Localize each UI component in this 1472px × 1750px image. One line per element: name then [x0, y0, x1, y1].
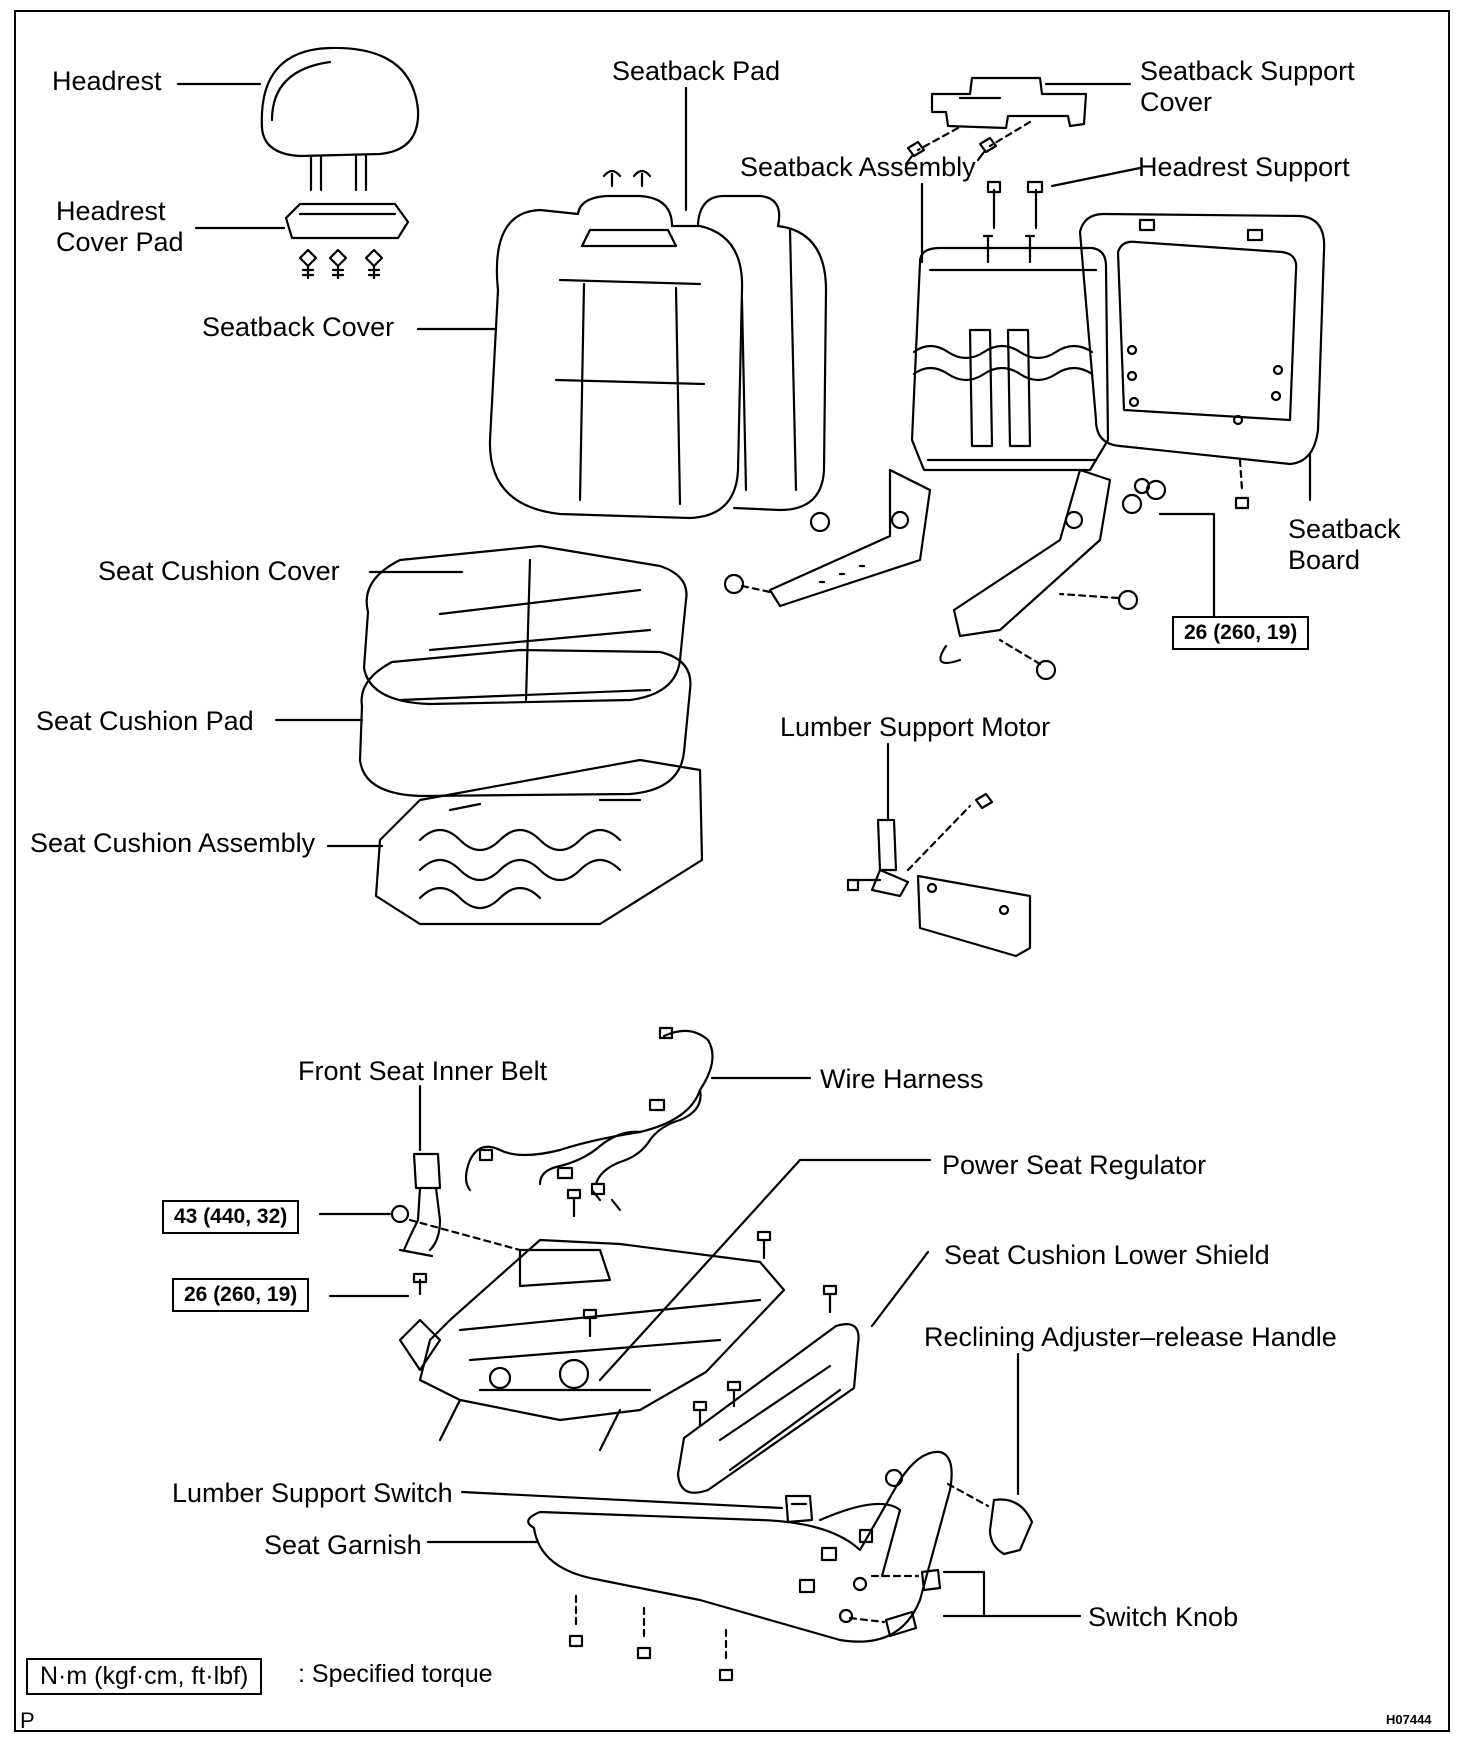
label-switch-knob: Switch Knob: [1088, 1602, 1239, 1632]
label-lumber-support-switch: Lumber Support Switch: [172, 1478, 453, 1508]
power-seat-regulator-part: [398, 1188, 838, 1452]
label-seat-cushion-pad: Seat Cushion Pad: [36, 706, 254, 736]
label-seatback-cover: Seatback Cover: [202, 312, 395, 342]
seat-cushion-cover-part: [362, 544, 688, 706]
label-headrest-support: Headrest Support: [1138, 152, 1350, 182]
label-seat-garnish: Seat Garnish: [264, 1530, 422, 1560]
lumber-support-switch-part: [784, 1494, 814, 1524]
torque-inner-belt: 43 (440, 32): [162, 1200, 300, 1234]
seat-cushion-lower-shield-part: [676, 1323, 860, 1494]
label-seatback-pad: Seatback Pad: [612, 56, 781, 86]
label-seatback-board: Seatback Board: [1288, 514, 1401, 576]
screw-set: [298, 248, 384, 280]
legend-description: : Specified torque: [298, 1660, 493, 1688]
seatback-bolts: [723, 458, 1250, 681]
label-seatback-assembly: Seatback Assembly: [740, 152, 976, 182]
label-headrest: Headrest: [52, 66, 162, 96]
front-seat-inner-belt-part: [390, 1152, 522, 1258]
lumber-support-motor-part: [846, 792, 1032, 958]
leader-headrest-support: [1050, 166, 1142, 188]
headrest-part: [260, 46, 420, 192]
reclining-adjuster-release-handle-part: [946, 1482, 1034, 1556]
label-power-seat-regulator: Power Seat Regulator: [942, 1150, 1207, 1180]
diagram-frame: [14, 10, 1450, 1732]
leader-power-seat-regulator-diag: [598, 1158, 802, 1382]
seatback-support-cover-part: [904, 76, 1088, 166]
label-lumber-support-motor: Lumber Support Motor: [780, 712, 1051, 742]
label-headrest-cover-pad: Headrest Cover Pad: [56, 196, 184, 258]
seat-cushion-pad-part: [358, 648, 692, 798]
leader-switch-knob: [942, 1570, 1082, 1618]
leader-seat-cushion-lower-shield: [870, 1250, 930, 1328]
label-reclining-adjuster-release-handle: Reclining Adjuster–release Handle: [924, 1322, 1337, 1352]
label-front-seat-inner-belt: Front Seat Inner Belt: [298, 1056, 548, 1086]
leader-torque-seatback: [1158, 512, 1216, 622]
figure-code: H07444: [1386, 1712, 1432, 1727]
seatback-pad-part: [696, 194, 828, 512]
page-letter: P: [20, 1708, 35, 1733]
legend-unit-box: N·m (kgf·cm, ft·lbf): [26, 1658, 263, 1695]
headrest-cover-pad-part: [284, 202, 410, 280]
seatback-board-part: [1078, 212, 1326, 466]
label-seat-cushion-assembly: Seat Cushion Assembly: [30, 828, 316, 858]
label-seatback-support-cover: Seatback Support Cover: [1140, 56, 1355, 118]
seatback-cover-part: [488, 169, 744, 520]
seatback-assembly-part: [768, 180, 1112, 664]
wire-harness-part: [464, 1026, 714, 1212]
seat-garnish-part: [527, 1450, 953, 1682]
leader-lumber-support-switch: [460, 1490, 784, 1510]
seat-cushion-assembly-part: [374, 758, 704, 926]
torque-regulator: 26 (260, 19): [172, 1278, 310, 1312]
torque-seatback-hinge: 26 (260, 19): [1172, 616, 1310, 650]
switch-knob-part: [838, 1568, 942, 1638]
label-seat-cushion-lower-shield: Seat Cushion Lower Shield: [944, 1240, 1270, 1270]
label-wire-harness: Wire Harness: [820, 1064, 984, 1094]
label-seat-cushion-cover: Seat Cushion Cover: [98, 556, 340, 586]
